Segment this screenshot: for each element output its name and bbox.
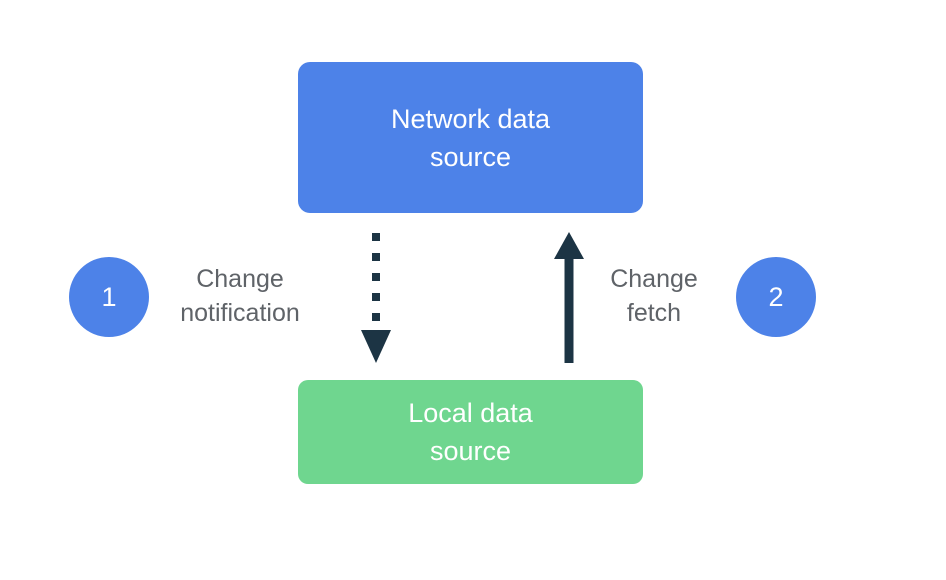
solid-up-arrow-icon <box>554 232 584 363</box>
network-data-source-label: Network data source <box>390 103 551 172</box>
change-fetch-label: Change fetch <box>610 265 698 327</box>
change-notification-label: Change notification <box>180 265 300 327</box>
step-2-badge: 2 <box>736 257 816 337</box>
dotted-down-arrow-icon <box>361 233 391 363</box>
local-data-source-label: Local data source <box>408 398 533 466</box>
step-1-number: 1 <box>101 281 117 312</box>
step-1-badge: 1 <box>69 257 149 337</box>
step-2-number: 2 <box>768 281 784 312</box>
local-data-source-node: Local data source <box>298 380 643 484</box>
network-data-source-node: Network data source <box>298 62 643 213</box>
